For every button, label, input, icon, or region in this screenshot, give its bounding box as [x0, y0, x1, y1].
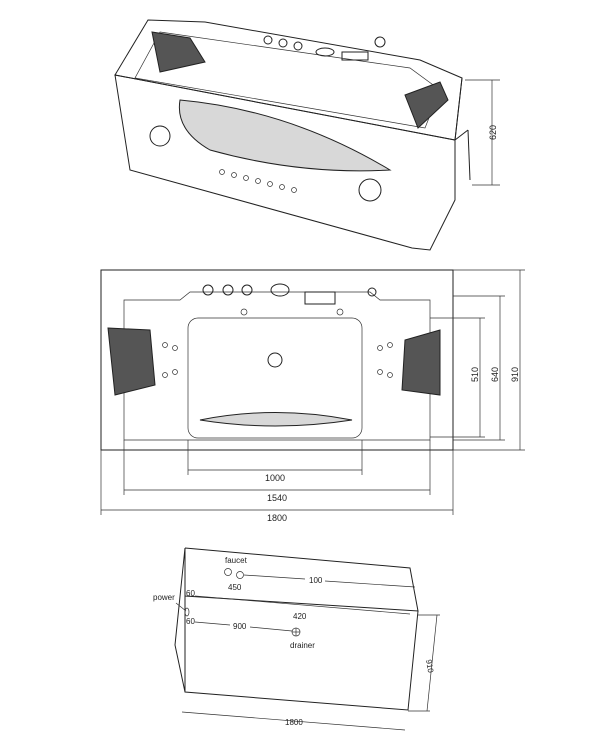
faucet-hole-2: [236, 571, 244, 579]
installation-view: faucet 100 450 power 60 60 900 420 drain…: [153, 547, 440, 731]
drainer-label: drainer: [290, 641, 315, 650]
dim-1800: 1800: [267, 513, 287, 523]
height-label: 620: [488, 125, 498, 140]
headrest-left: [107, 327, 156, 396]
jets: [162, 308, 393, 378]
basin-floor: [187, 317, 363, 439]
dim-910: 910: [510, 367, 520, 382]
power-top: 60: [186, 589, 195, 598]
dim-640: 640: [490, 367, 500, 382]
faucet-hole-1: [224, 568, 232, 576]
headrest-left: [151, 31, 206, 73]
power-hole: [184, 607, 190, 617]
power-bottom: 60: [186, 617, 195, 626]
length-dim: 1800: [285, 718, 303, 727]
tub-outline: [100, 269, 454, 451]
dim-1540: 1540: [267, 493, 287, 503]
faucet-label: faucet: [225, 556, 248, 565]
control-buttons: [219, 169, 297, 193]
faucet-controls: [263, 35, 386, 61]
side-light-left: [149, 125, 171, 147]
drain: [267, 352, 283, 368]
headrest-right: [401, 329, 441, 396]
top-view: 510 640 910 1000 1540 1800: [100, 269, 525, 523]
drainer-offset: 900: [233, 622, 247, 631]
basin-outline: [123, 291, 431, 441]
perspective-view: 620: [114, 19, 500, 251]
headrest-right: [404, 81, 449, 129]
faucet-offset: 100: [309, 576, 323, 585]
dim-510: 510: [470, 367, 480, 382]
dim-1000: 1000: [265, 473, 285, 483]
side-light-right: [358, 178, 382, 202]
faucet-depth: 450: [228, 583, 242, 592]
power-label: power: [153, 593, 175, 602]
glass-window: [199, 412, 353, 427]
glass-window: [178, 99, 392, 172]
width-dim: 910: [424, 659, 435, 674]
drainer-depth: 420: [293, 612, 307, 621]
